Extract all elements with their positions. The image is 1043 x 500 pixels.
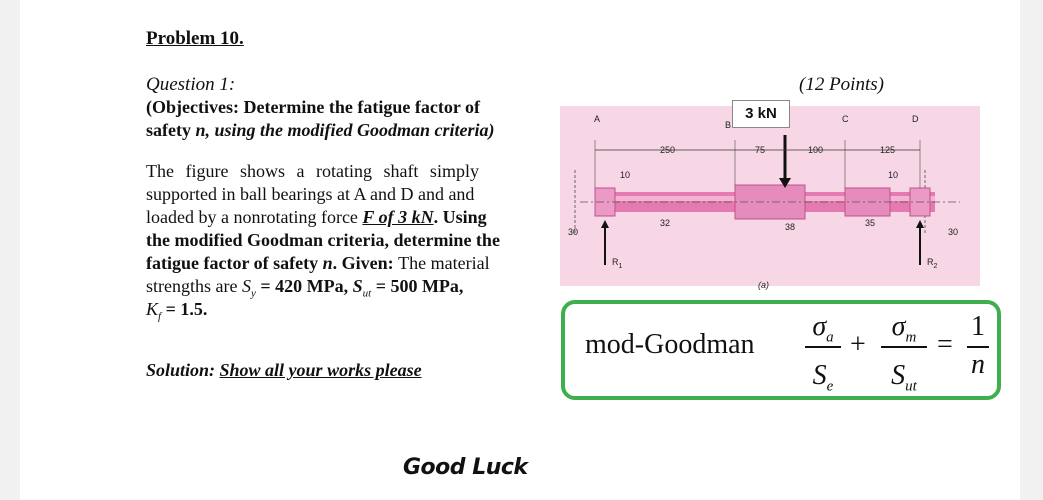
equals-sign: = bbox=[937, 329, 953, 360]
dim-250: 250 bbox=[660, 145, 675, 155]
reaction-r2: R2 bbox=[927, 257, 938, 270]
sy-sub: y bbox=[250, 287, 256, 300]
fraction-sm-sut: σm Sut bbox=[881, 312, 927, 401]
sigma-a: σa bbox=[812, 311, 834, 346]
dim-10b: 10 bbox=[888, 170, 898, 180]
sy-value: = 420 MPa, bbox=[255, 276, 353, 296]
s-e: Se bbox=[812, 359, 834, 395]
problem-title: Problem 10. bbox=[146, 28, 244, 49]
body-line-6: strengths are Sy = 420 MPa, Sut = 500 MP… bbox=[146, 276, 463, 300]
fraction-bar-1 bbox=[805, 346, 841, 348]
body-line-7: Kf = 1.5. bbox=[146, 299, 207, 323]
figure-caption: (a) bbox=[758, 280, 769, 290]
objectives-line-1: (Objectives: Determine the fatigue facto… bbox=[146, 97, 481, 117]
body-n: n bbox=[322, 253, 333, 273]
objectives-line-2: safety n, using the modified Goodman cri… bbox=[146, 120, 495, 141]
equation-label: mod-Goodman bbox=[585, 329, 755, 360]
label-b: B bbox=[725, 120, 731, 130]
shaft-step-35 bbox=[844, 187, 891, 217]
fraction-bar-2 bbox=[881, 346, 927, 348]
solution-label: Solution: bbox=[146, 360, 216, 380]
sy-symbol: S bbox=[241, 276, 251, 296]
body-line-3b: . Using bbox=[433, 207, 487, 227]
good-luck-text: Good Luck bbox=[403, 455, 528, 480]
body-line-3a: loaded by a nonrotating force bbox=[146, 207, 363, 227]
objectives-n: n, bbox=[195, 120, 210, 140]
sut-value: = 500 MPa, bbox=[371, 276, 464, 296]
solution-line: Solution: Show all your works please bbox=[146, 360, 422, 381]
body-line-3: loaded by a nonrotating force F of 3 kN.… bbox=[146, 207, 487, 228]
body-line-5c: The material bbox=[398, 253, 490, 273]
objectives-criteria: using the modified Goodman criteria) bbox=[214, 120, 495, 140]
dim-38: 38 bbox=[785, 222, 795, 232]
document-page: Problem 10. Question 1: (12 Points) (Obj… bbox=[20, 0, 1020, 500]
dim-10a: 10 bbox=[620, 170, 630, 180]
goodman-equation-box: mod-Goodman σa Se + σm Sut = 1 n bbox=[561, 300, 1001, 400]
kf-sub: f bbox=[158, 310, 162, 323]
reaction-r1: R1 bbox=[612, 257, 623, 270]
label-c: C bbox=[842, 114, 849, 124]
body-line-5: fatigue factor of safety n. Given: The m… bbox=[146, 253, 490, 274]
body-line-4: the modified Goodman criteria, determine… bbox=[146, 230, 500, 250]
dim-125: 125 bbox=[880, 145, 895, 155]
s-ut: Sut bbox=[891, 359, 917, 395]
label-d: D bbox=[912, 114, 919, 124]
plus-sign: + bbox=[850, 329, 866, 360]
force-text: F of 3 kN bbox=[362, 207, 434, 227]
force-arrowhead bbox=[779, 178, 791, 188]
sut-symbol: S bbox=[352, 276, 363, 296]
shaft-figure: A B C D 250 75 100 125 10 10 30 30 32 38… bbox=[560, 106, 980, 290]
dim-35: 35 bbox=[865, 218, 875, 228]
body-line-5a: fatigue factor of safety bbox=[146, 253, 323, 273]
sigma-m: σm bbox=[891, 311, 917, 346]
dim-100: 100 bbox=[808, 145, 823, 155]
reaction-arrowhead-2 bbox=[916, 220, 924, 228]
rhs-num: 1 bbox=[971, 311, 985, 342]
force-label: 3 kN bbox=[732, 100, 790, 128]
points-label: (12 Points) bbox=[799, 74, 884, 95]
body-line-1: The figure shows a rotating shaft simply bbox=[146, 161, 479, 181]
reaction-arrowhead-1 bbox=[601, 220, 609, 228]
solution-text: Show all your works please bbox=[219, 360, 422, 380]
fraction-1-n: 1 n bbox=[967, 312, 989, 380]
rhs-den: n bbox=[971, 349, 985, 380]
dim-30a: 30 bbox=[568, 227, 578, 237]
dim-30b: 30 bbox=[948, 227, 958, 237]
body-given: . Given: bbox=[332, 253, 399, 273]
body-line-6a: strengths are bbox=[146, 276, 242, 296]
fraction-bar-3 bbox=[967, 346, 989, 348]
kf-value: = 1.5. bbox=[161, 299, 208, 319]
question-label: Question 1: bbox=[146, 74, 236, 95]
body-line-2: supported in ball bearings at A and D an… bbox=[146, 184, 475, 204]
sut-sub: ut bbox=[362, 287, 372, 300]
label-a: A bbox=[594, 114, 600, 124]
dim-32: 32 bbox=[660, 218, 670, 228]
fraction-sa-se: σa Se bbox=[805, 312, 841, 401]
dim-75: 75 bbox=[755, 145, 765, 155]
objectives-safety: safety bbox=[146, 120, 191, 140]
kf-symbol: K bbox=[146, 299, 159, 319]
